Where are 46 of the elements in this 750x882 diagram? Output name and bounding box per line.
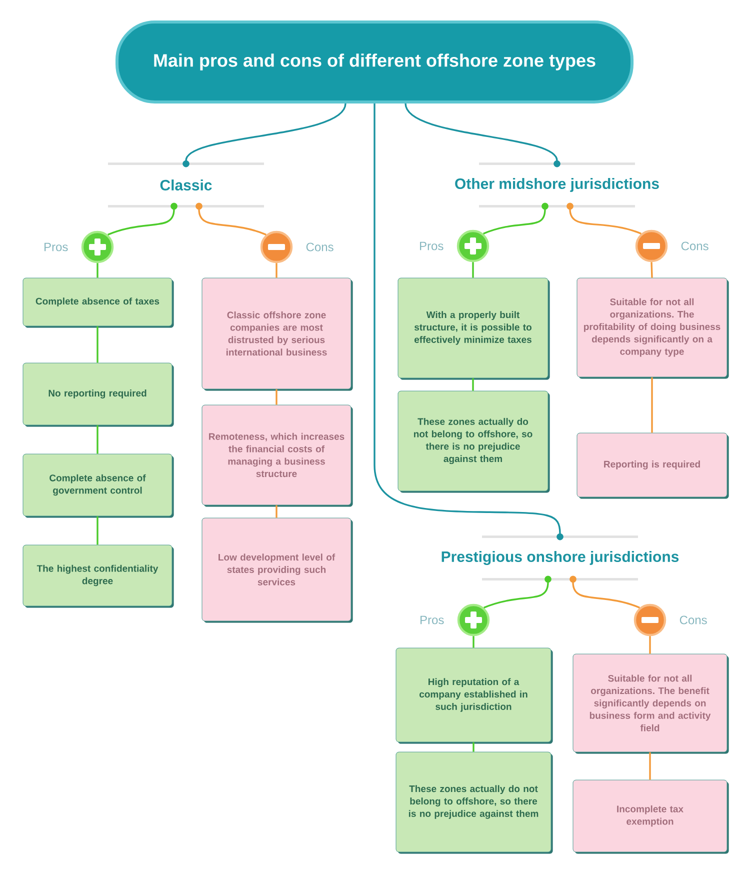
pro-box: The highest confidentiality degree: [22, 544, 174, 608]
pro-box: High reputation of a company established in such jurisdiction: [396, 648, 553, 744]
branch-heading: Classic: [108, 162, 264, 208]
pro-box: With a properly built structure, it is possible to effectively minimize taxes: [398, 278, 550, 380]
connector: [472, 636, 474, 648]
connector: [96, 425, 98, 454]
connector: [276, 505, 278, 518]
connector: [650, 262, 653, 278]
connector: [472, 262, 474, 278]
connector: [651, 377, 653, 433]
pro-box: Complete absence of taxes: [22, 278, 174, 328]
connector: [96, 263, 98, 278]
minus-icon: [634, 604, 666, 636]
plus-icon: [81, 230, 114, 264]
con-box: Suitable for not all organizations. The benefit significantly depends on business form and activity field: [572, 654, 729, 754]
plus-icon: [456, 230, 490, 262]
branch-heading: Prestigious onshore jurisdictions: [442, 536, 679, 580]
side-label: Pros: [44, 242, 68, 252]
con-box: Reporting is required: [576, 432, 729, 499]
connector: [649, 636, 651, 654]
plus-icon: [457, 604, 490, 636]
pro-box: These zones actually do not belong to offshore, so there is no prejudice against them: [398, 390, 550, 493]
side-label: Pros: [420, 616, 444, 624]
con-box: Remoteness, which increases the financial costs of managing a business structure: [202, 404, 353, 507]
side-label: Cons: [306, 242, 334, 252]
connector: [276, 263, 278, 278]
side-label: Cons: [680, 616, 707, 624]
side-label: Pros: [420, 242, 444, 250]
connector: [276, 389, 278, 405]
title-banner: Main pros and cons of different offshore zone types: [116, 20, 634, 104]
con-box: Suitable for not all organizations. The profitability of doing business depends significantly on a company type: [576, 278, 729, 379]
minus-icon: [260, 230, 293, 264]
connector: [96, 326, 98, 363]
side-label: Cons: [681, 242, 708, 250]
con-box: Low development level of states providing such services: [202, 518, 353, 623]
pro-box: No reporting required: [22, 362, 174, 427]
connector: [472, 742, 474, 752]
branch-heading: Other midshore jurisdictions: [455, 162, 659, 208]
connector: [96, 516, 98, 545]
con-box: Classic offshore zone companies are most distrusted by serious international business: [202, 278, 353, 391]
con-box: Incomplete tax exemption: [572, 780, 729, 854]
pro-box: These zones actually do not belong to offshore, so there is no prejudice against them: [396, 752, 553, 854]
pro-box: Complete absence of government control: [22, 454, 174, 518]
minus-icon: [635, 230, 668, 262]
connector: [472, 378, 474, 391]
connector: [649, 752, 651, 780]
